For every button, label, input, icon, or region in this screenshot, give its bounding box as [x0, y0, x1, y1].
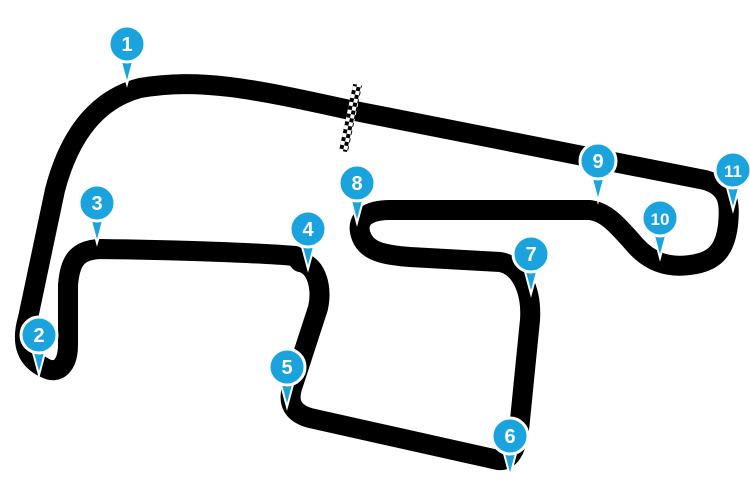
turn-number-label: 2: [33, 325, 44, 347]
turn-marker-6: 6: [490, 416, 530, 480]
finish-line: [339, 83, 362, 153]
turn-number-label: 3: [91, 193, 102, 215]
turn-marker-3: 3: [77, 183, 117, 247]
turn-number-label: 6: [504, 426, 515, 448]
turn-markers: 1 2 3 4 5 6 7 8 9 10 11: [19, 24, 750, 480]
turn-number-label: 1: [121, 34, 132, 56]
pin-circle: [107, 24, 147, 64]
pin-circle: [578, 141, 618, 181]
turn-number-label: 7: [525, 244, 536, 266]
turn-marker-4: 4: [288, 209, 328, 273]
pin-circle: [511, 234, 551, 274]
turn-number-label: 4: [302, 219, 314, 241]
pin-circle: [288, 209, 328, 249]
turn-marker-1: 1: [107, 24, 147, 88]
pin-circle: [77, 183, 117, 223]
checkered-flag-line: [339, 83, 362, 153]
turn-number-label: 11: [724, 162, 742, 181]
turn-number-label: 10: [651, 210, 670, 229]
pin-circle: [267, 347, 307, 387]
pin-circle: [337, 163, 377, 203]
pin-circle: [640, 198, 680, 238]
pin-circle: [490, 416, 530, 456]
pin-circle: [713, 150, 750, 190]
turn-marker-8: 8: [337, 163, 377, 227]
track-path: [14, 74, 739, 471]
turn-marker-5: 5: [267, 347, 307, 411]
track: [14, 74, 739, 471]
turn-number-label: 9: [592, 151, 603, 173]
pin-circle: [19, 315, 59, 355]
turn-marker-7: 7: [511, 234, 551, 298]
turn-number-label: 5: [281, 357, 292, 379]
turn-marker-11: 11: [713, 150, 750, 214]
turn-marker-10: 10: [640, 198, 680, 262]
turn-marker-2: 2: [19, 315, 59, 379]
turn-number-label: 8: [351, 173, 362, 195]
turn-marker-9: 9: [578, 141, 618, 205]
